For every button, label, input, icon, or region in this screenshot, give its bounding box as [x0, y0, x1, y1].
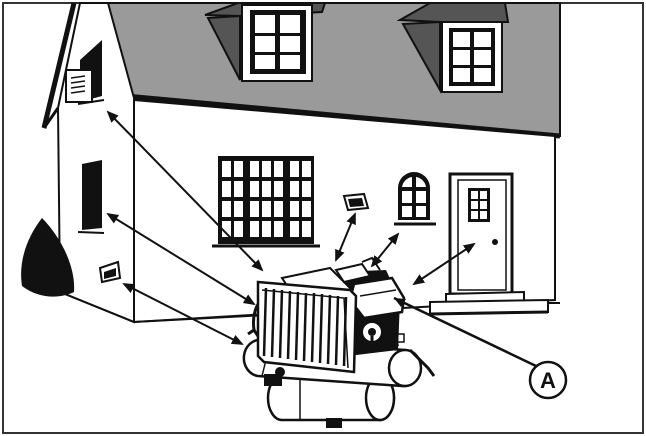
front-door	[450, 174, 512, 294]
belt-guard	[258, 282, 356, 372]
large-window	[212, 156, 320, 246]
callout-label: A	[540, 368, 556, 393]
house-illustration	[21, 3, 560, 322]
window-ac-unit	[66, 70, 92, 102]
wall-vent	[344, 194, 368, 210]
